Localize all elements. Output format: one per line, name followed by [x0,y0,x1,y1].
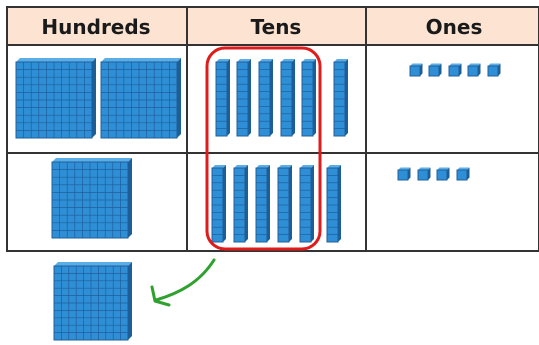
header-band [7,7,539,45]
one-cube [436,167,450,181]
hundred-flat [51,158,132,239]
regroup-highlight-outline [205,46,322,251]
ten-rod [277,165,292,243]
one-cube [397,167,411,181]
ten-rod [333,59,348,137]
ten-rod [255,165,270,243]
regrouped-hundred-flat [53,262,132,341]
ten-rod [236,59,251,137]
one-cube [467,63,481,77]
ten-rod [301,59,316,137]
one-cube [487,63,501,77]
hundred-flat [100,58,181,139]
one-cube [456,167,470,181]
ten-rod [258,59,273,137]
hundred-flat [15,58,96,139]
ten-rod [211,165,226,243]
ten-rod [215,59,230,137]
table-grid [6,6,539,252]
ten-rod [280,59,295,137]
ten-rod [233,165,248,243]
header-ones: Ones [426,15,483,39]
one-cube [428,63,442,77]
one-cube [409,63,423,77]
ten-rod [326,165,341,243]
header-tens: Tens [251,15,302,39]
regroup-arrow [150,258,216,307]
one-cube [417,167,431,181]
one-cube [448,63,462,77]
header-hundreds: Hundreds [41,15,150,39]
ten-rod [299,165,314,243]
